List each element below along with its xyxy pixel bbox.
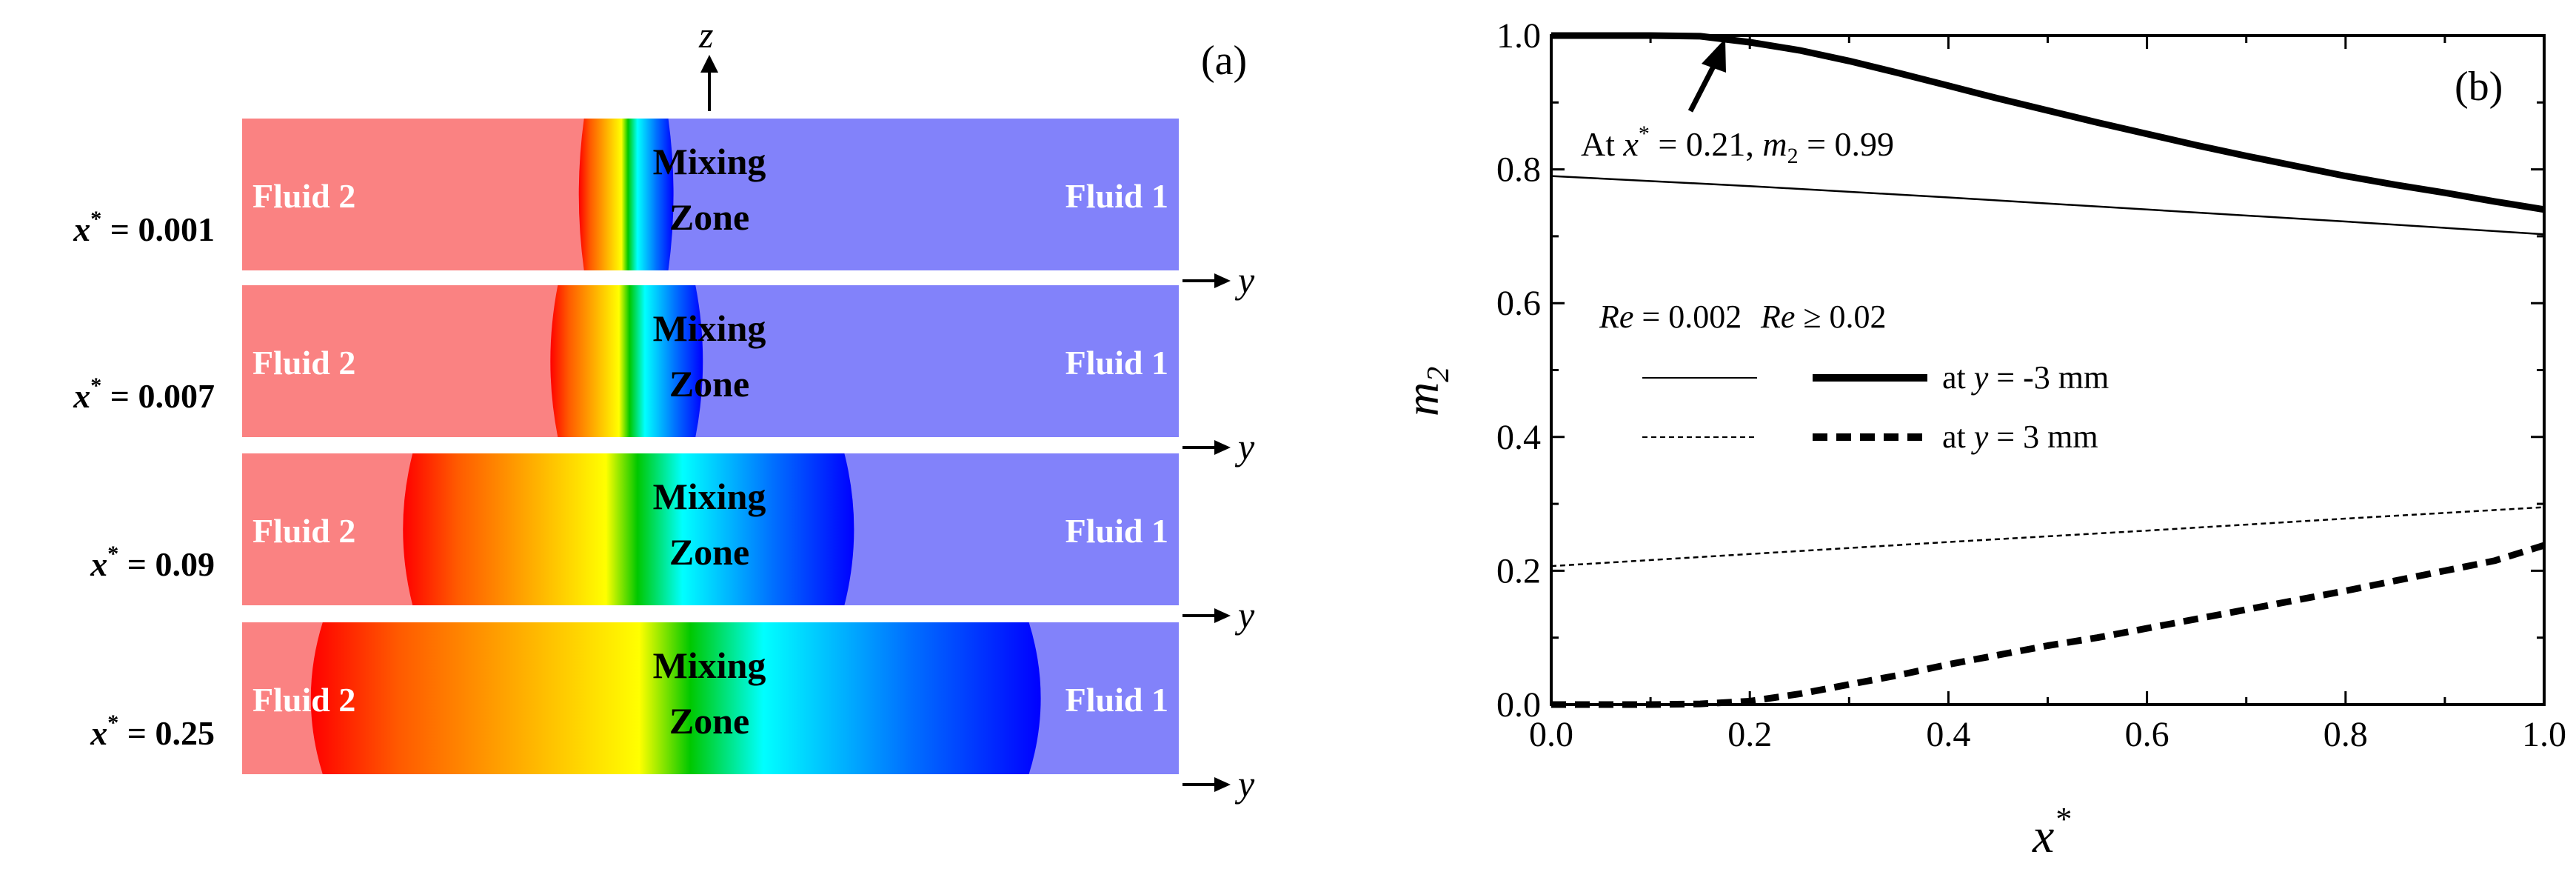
- fluid-1-region: [583, 119, 1179, 270]
- y-tick-label: 1.0: [1496, 16, 1541, 56]
- series-line-thin-dashed: [1550, 506, 2545, 568]
- y-axis-arrowhead: [1214, 777, 1231, 792]
- fluid-1-label: Fluid 1: [1065, 512, 1168, 550]
- fluid-2-label: Fluid 2: [252, 344, 355, 382]
- mixing-zone-label-line2: Zone: [669, 531, 749, 573]
- fluid-2-label: Fluid 2: [252, 512, 355, 550]
- y-tick-label: 0.4: [1496, 418, 1541, 457]
- z-axis-arrowhead: [700, 55, 718, 73]
- y-axis-arrowhead: [1214, 608, 1231, 623]
- mixing-zone-gradient: [550, 285, 703, 437]
- x-axis-title: x*: [2032, 801, 2070, 863]
- series-group: [1550, 32, 2546, 708]
- y-axis-label: y: [1234, 426, 1255, 467]
- mixing-zone-label-line2: Zone: [669, 363, 749, 405]
- y-axis-label: y: [1234, 763, 1255, 805]
- annotation-arrowhead: [1702, 39, 1726, 73]
- fluid-2-label: Fluid 2: [252, 177, 355, 215]
- annotation-arrow-shaft: [1687, 59, 1719, 113]
- x-tick-label: 0.6: [2125, 715, 2169, 754]
- x-tick-label: 1.0: [2522, 715, 2566, 754]
- series-line-thin-solid: [1550, 175, 2545, 236]
- mixing-zone-gradient: [310, 622, 1041, 774]
- mixing-zone-label-line1: Mixing: [653, 141, 766, 182]
- mixing-zone-label-line1: Mixing: [653, 307, 766, 349]
- x-star-label: x* = 0.25: [90, 710, 215, 752]
- legend-col1-header: Re = 0.002: [1599, 299, 1742, 335]
- mixing-zone-label-line2: Zone: [669, 700, 749, 742]
- legend-col2-header: Re ≥ 0.02: [1760, 299, 1887, 335]
- panel-a-label: (a): [1201, 38, 1247, 84]
- mixing-zone-gradient: [578, 119, 674, 270]
- series-line-thick-solid: [1551, 32, 2545, 213]
- y-axis-label: y: [1234, 259, 1255, 301]
- y-axis-arrowhead: [1214, 273, 1231, 288]
- panel-b-label: (b): [2455, 64, 2503, 110]
- z-axis-label: z: [698, 14, 713, 56]
- x-tick-label: 0.2: [1727, 715, 1772, 754]
- fluid-1-label: Fluid 1: [1065, 344, 1168, 382]
- panel-b: (b) 0.0 0.2 0.4 0.6 0.8 1.0 0.0 0.2 0.4 0.6 0.8 1.0…: [1396, 16, 2566, 863]
- fluid-2-label: Fluid 2: [252, 681, 355, 719]
- annotation-text: At x* = 0.21, m2 = 0.99: [1581, 122, 1894, 168]
- fluid-1-label: Fluid 1: [1065, 681, 1168, 719]
- mixing-zone-gradient: [403, 453, 854, 605]
- series-line-thick-dashed: [1551, 542, 2546, 708]
- y-axis-arrowhead: [1214, 440, 1231, 455]
- y-tick-label: 0.0: [1496, 685, 1541, 725]
- y-tick-label: 0.2: [1496, 551, 1541, 590]
- fluid-1-label: Fluid 1: [1065, 177, 1168, 215]
- mixing-zone-label-line1: Mixing: [653, 476, 766, 517]
- x-tick-label: 0.8: [2324, 715, 2368, 754]
- x-star-label: x* = 0.09: [90, 542, 215, 583]
- legend: Re = 0.002 Re ≥ 0.02 at y = -3 mm at y =…: [1599, 299, 2109, 455]
- y-axis-title: m2: [1396, 367, 1456, 416]
- mixing-zone-label-line2: Zone: [669, 196, 749, 238]
- x-tick-label: 0.4: [1926, 715, 1970, 754]
- legend-row2-label: at y = 3 mm: [1942, 419, 2098, 455]
- y-tick-label: 0.6: [1496, 284, 1541, 323]
- x-star-label: x* = 0.007: [73, 373, 215, 415]
- x-tick-label: 0.0: [1529, 715, 1573, 754]
- x-star-label: x* = 0.001: [73, 207, 215, 248]
- mixing-zone-label-line1: Mixing: [653, 645, 766, 686]
- legend-row1-label: at y = -3 mm: [1942, 359, 2109, 396]
- y-tick-label: 0.8: [1496, 150, 1541, 190]
- axis-tick-labels: 0.0 0.2 0.4 0.6 0.8 1.0 0.0 0.2 0.4 0.6 0.8 1.0: [1496, 16, 2566, 754]
- y-axis-label: y: [1234, 594, 1255, 636]
